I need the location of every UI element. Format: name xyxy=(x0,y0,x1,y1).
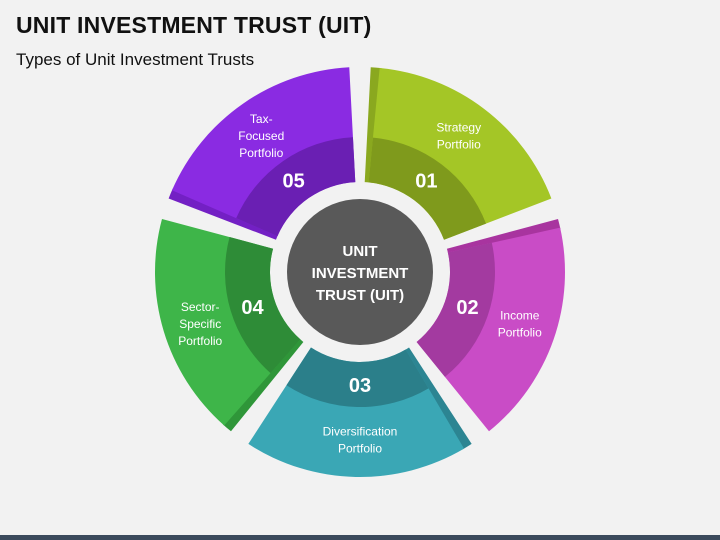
segment-02-label-line-2: Portfolio xyxy=(498,325,542,339)
bottom-bar xyxy=(0,535,720,540)
segment-01-label-line-2: Portfolio xyxy=(437,138,481,152)
segment-04-band xyxy=(225,237,301,374)
center-hub-line-2: INVESTMENT xyxy=(312,265,409,282)
segment-05-edge xyxy=(168,188,278,240)
segment-05-label-line-1: Tax- xyxy=(250,112,273,126)
segment-04-label-line-1: Sector- xyxy=(181,300,220,314)
segment-03-edge xyxy=(405,347,472,450)
segment-02-number: 02 xyxy=(456,297,478,319)
segment-05-number: 05 xyxy=(282,171,304,193)
segment-02-band xyxy=(416,242,495,377)
segment-05-label-line-2: Focused xyxy=(238,129,284,143)
segment-04-edge xyxy=(222,338,304,432)
segment-03-label-line-1: Diversification xyxy=(323,425,398,439)
segment-04-number: 04 xyxy=(241,297,264,319)
page-subtitle: Types of Unit Investment Trusts xyxy=(16,50,255,69)
segment-02-edge xyxy=(446,218,561,254)
segment-05-band xyxy=(236,137,356,237)
segment-03-band xyxy=(286,347,429,408)
center-hub: UNIT INVESTMENT TRUST (UIT) xyxy=(278,190,442,354)
segment-01-band xyxy=(368,137,487,240)
center-hub-line-1: UNIT xyxy=(343,243,378,260)
segment-05-label-line-3: Portfolio xyxy=(239,146,283,160)
segment-03-label-line-2: Portfolio xyxy=(338,442,382,456)
center-hub-circle xyxy=(287,199,433,345)
segment-02-label-line-1: Income xyxy=(500,308,540,322)
segment-04-label-line-3: Portfolio xyxy=(178,334,222,348)
segment-04-label-line-2: Specific xyxy=(179,317,221,331)
center-hub-line-3: TRUST (UIT) xyxy=(316,287,404,304)
segment-01-label-line-1: Strategy xyxy=(436,121,481,135)
page-title: UNIT INVESTMENT TRUST (UIT) xyxy=(16,12,372,38)
segment-03-number: 03 xyxy=(349,375,371,397)
segment-01-number: 01 xyxy=(415,171,437,193)
